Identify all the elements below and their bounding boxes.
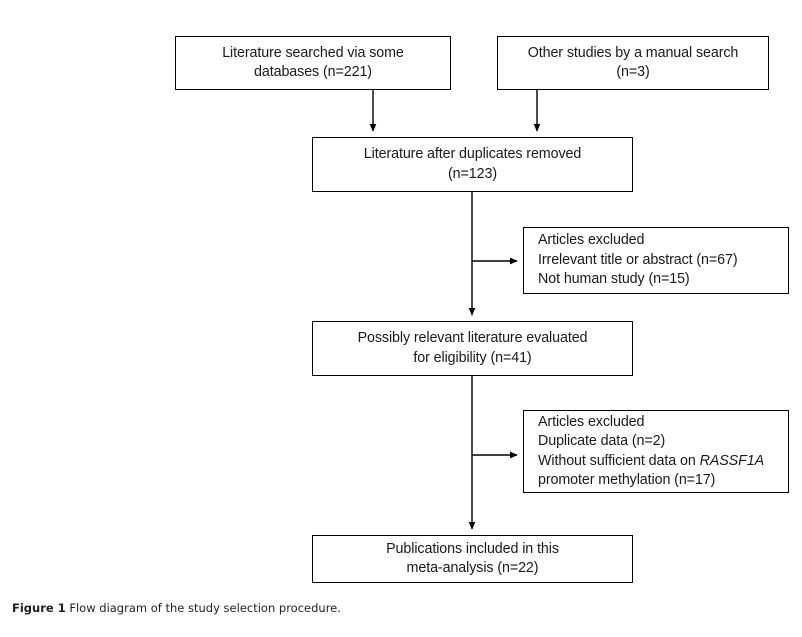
node-line: (n=3) (616, 64, 650, 80)
node-line: Irrelevant title or abstract (n=67) (538, 251, 738, 268)
figure-caption: Figure 1 Flow diagram of the study selec… (12, 600, 341, 616)
node-line: Articles excluded (538, 413, 645, 430)
node-line: meta-analysis (n=22) (406, 560, 539, 576)
node-other-studies-manual-search: Other studies by a manual search (n=3) (497, 36, 769, 90)
node-line-prefix: Without sufficient data on (538, 452, 700, 469)
node-line: Duplicate data (n=2) (538, 433, 666, 449)
node-line: (n=123) (448, 165, 497, 182)
node-line: for eligibility (n=41) (413, 349, 532, 366)
figure-caption-label: Figure 1 (12, 601, 66, 615)
node-line: Not human study (n=15) (538, 271, 690, 288)
node-literature-after-duplicates-removed: Literature after duplicates removed (n=1… (312, 137, 633, 192)
figure-caption-text: Flow diagram of the study selection proc… (69, 601, 341, 615)
node-line: Articles excluded (538, 232, 645, 249)
node-publications-included: Publications included in this meta-analy… (312, 535, 633, 583)
node-possibly-relevant-literature: Possibly relevant literature evaluated f… (312, 321, 633, 376)
node-line: databases (n=221) (254, 64, 372, 80)
node-line: Literature after duplicates removed (363, 146, 582, 162)
node-articles-excluded-second: Articles excluded Duplicate data (n=2) W… (523, 410, 789, 493)
node-line: promoter methylation (n=17) (538, 472, 716, 488)
node-line: Possibly relevant literature evaluated (357, 330, 588, 346)
gene-name-rassf1a: RASSF1A (699, 452, 765, 469)
node-line: Other studies by a manual search (527, 44, 739, 61)
node-articles-excluded-first: Articles excluded Irrelevant title or ab… (523, 227, 789, 294)
node-line-with-gene: Without sufficient data on RASSF1A (538, 452, 764, 472)
node-line: Publications included in this (386, 540, 559, 557)
node-line: Literature searched via some (222, 44, 404, 61)
node-literature-searched-databases: Literature searched via some databases (… (175, 36, 451, 90)
